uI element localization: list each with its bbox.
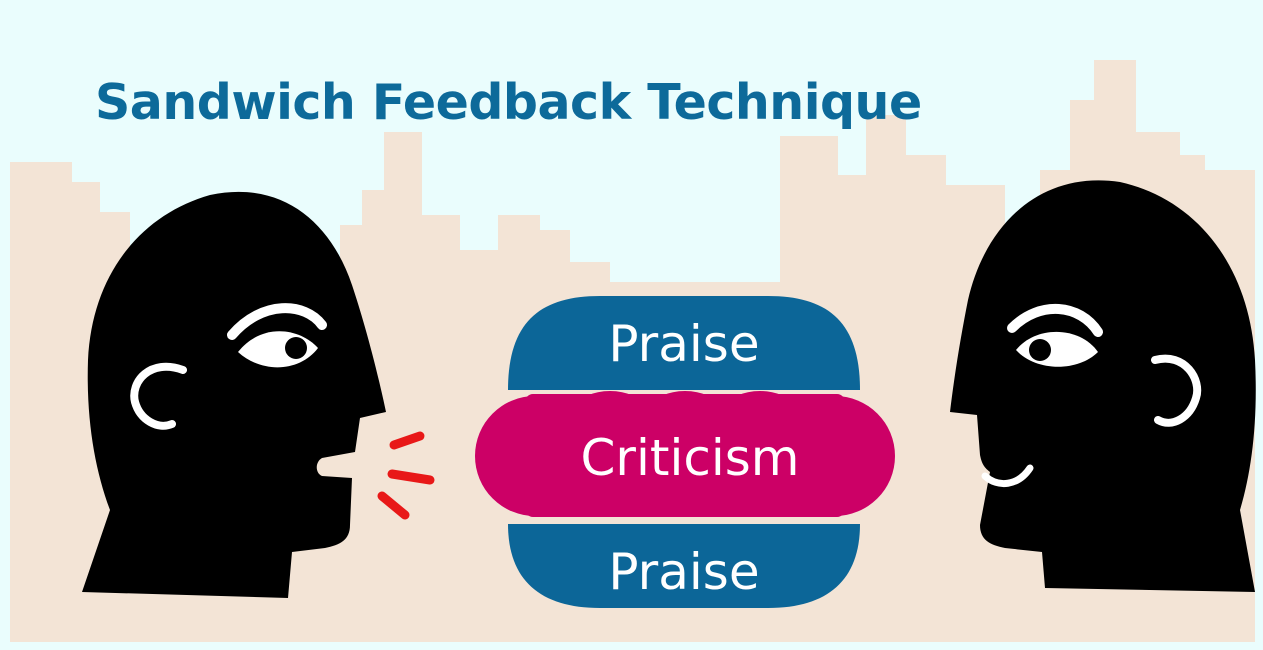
speaker-head	[82, 191, 386, 598]
top-praise-layer	[508, 296, 860, 390]
listener-head	[950, 180, 1256, 592]
criticism-label: Criticism	[581, 429, 800, 487]
bottom-praise-label: Praise	[608, 543, 759, 601]
listener-ear-icon	[1151, 354, 1202, 427]
speaker-ear-icon	[130, 362, 187, 430]
feedback-sandwich: Praise Praise Criticism	[475, 296, 895, 608]
top-praise-label: Praise	[608, 315, 759, 373]
diagram-title: Sandwich Feedback Technique	[95, 74, 922, 131]
speaker-pupil	[285, 337, 307, 359]
listener-smile-icon	[981, 464, 1034, 487]
criticism-layer	[475, 391, 895, 517]
speaker-head-silhouette	[82, 191, 386, 598]
bottom-praise-layer	[508, 524, 860, 608]
listener-pupil	[1029, 339, 1051, 361]
listener-head-silhouette	[950, 180, 1256, 592]
speaker-eyebrow	[227, 303, 327, 340]
listener-eyebrow	[1007, 303, 1103, 337]
speech-lines-icon	[377, 431, 435, 520]
